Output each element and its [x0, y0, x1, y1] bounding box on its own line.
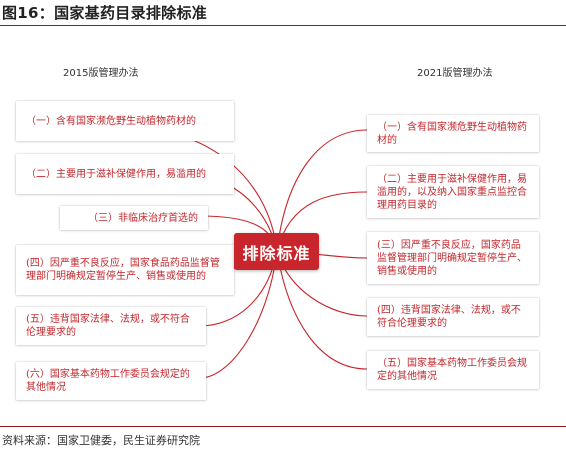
right-column-heading: 2021版管理办法	[417, 68, 493, 79]
left-item-4: (四）因严重不良反应，国家食品药品监督管理部门明确规定暂停生产、销售或使用的	[16, 245, 234, 295]
right-item-1: （一）含有国家濒危野生动植物药材的	[367, 115, 539, 152]
left-item-4-text: (四）因严重不良反应，国家食品药品监督管理部门明确规定暂停生产、销售或使用的	[26, 258, 220, 282]
left-item-2-text: （二）主要用于滋补保健作用，易滥用的	[26, 168, 206, 180]
left-item-5: (五）违背国家法律、法规，或不符合伦理要求的	[16, 307, 206, 345]
right-item-4: (四）违背国家法律、法规，或不符合伦理要求的	[367, 298, 539, 336]
left-item-3: （三）非临床治疗首选的	[60, 206, 208, 230]
right-item-5-text: （五）国家基本药物工作委员会规定的其他情况	[377, 358, 527, 382]
title-divider	[0, 25, 566, 26]
right-item-3: (三）因严重不良反应，国家药品监督管理部门明确规定暂停生产、销售或使用的	[367, 232, 539, 284]
left-item-6: (六）国家基本药物工作委员会规定的其他情况	[16, 362, 206, 400]
left-item-1-text: （一）含有国家濒危野生动植物药材的	[26, 115, 196, 127]
right-item-3-text: (三）因严重不良反应，国家药品监督管理部门明确规定暂停生产、销售或使用的	[377, 239, 527, 277]
left-item-6-text: (六）国家基本药物工作委员会规定的其他情况	[26, 369, 190, 393]
connector-right-5	[276, 250, 368, 370]
right-item-2-text: （二）主要用于滋补保健作用，易滥用的，以及纳入国家重点监控合理用药目录的	[377, 173, 527, 211]
center-node: 排除标准	[234, 233, 319, 270]
left-column-heading: 2015版管理办法	[63, 68, 139, 79]
right-item-2: （二）主要用于滋补保健作用，易滥用的，以及纳入国家重点监控合理用药目录的	[367, 166, 539, 218]
source-note: 资料来源：国家卫健委，民生证券研究院	[2, 434, 200, 447]
right-item-5: （五）国家基本药物工作委员会规定的其他情况	[367, 351, 539, 389]
connector-left-6	[199, 250, 278, 379]
figure-title: 图16：国家基药目录排除标准	[2, 4, 208, 22]
right-item-1-text: （一）含有国家濒危野生动植物药材的	[377, 121, 527, 146]
right-item-4-text: (四）违背国家法律、法规，或不符合伦理要求的	[377, 305, 521, 329]
left-item-5-text: (五）违背国家法律、法规，或不符合伦理要求的	[26, 314, 190, 338]
left-item-1: （一）含有国家濒危野生动植物药材的	[16, 101, 234, 141]
left-item-2: （二）主要用于滋补保健作用，易滥用的	[16, 154, 234, 194]
left-item-3-text: （三）非临床治疗首选的	[88, 212, 198, 224]
connector-right-1	[276, 129, 368, 252]
footer-divider	[0, 426, 566, 427]
